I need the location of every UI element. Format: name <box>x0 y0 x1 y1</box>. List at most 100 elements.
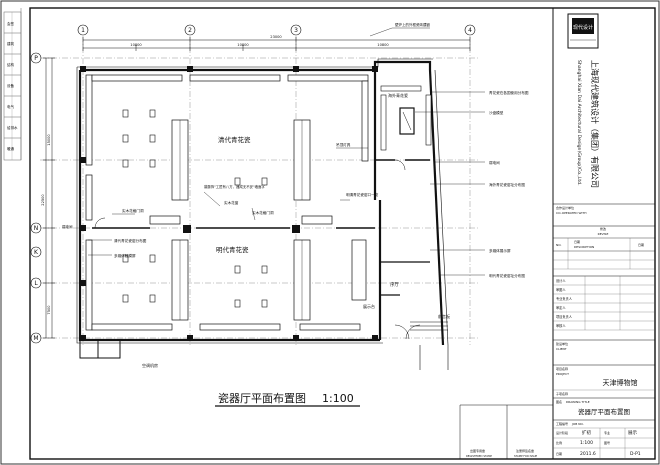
annotation: 多媒体触摸屏 <box>114 253 136 258</box>
freestanding-plinths <box>122 109 268 308</box>
inner-frame <box>29 7 656 460</box>
perimeter-display-cases <box>85 74 369 331</box>
stage-label: 设计阶段 <box>556 430 568 435</box>
dimension-line-left <box>43 57 55 339</box>
date-value: 2011.6 <box>580 451 596 457</box>
drawing-title-label: 图名 <box>556 399 562 404</box>
room-label: 空调机房 <box>142 362 158 368</box>
drawing-name: 瓷器厅平面布置图 <box>578 407 630 416</box>
service-rooms <box>79 339 121 359</box>
drawing-scale-text: 1:100 <box>322 392 354 405</box>
room-label: 序厅 <box>390 281 399 288</box>
binding-note: 电气 <box>7 104 14 109</box>
drawing-title-label-en: DRAWING TITLE <box>566 400 590 404</box>
drawing-title-text: 瓷器厅平面布置图 <box>218 391 306 405</box>
dimension-text: 23000 <box>270 35 282 39</box>
project-label-en: PROJECT <box>556 372 569 376</box>
company-name-en: Shanghai Xian Dai Architectural Design(G… <box>576 60 582 186</box>
grid-label-column: 3 <box>294 27 298 34</box>
annotation-leaders <box>88 27 485 276</box>
grid-label-row: M <box>33 335 38 342</box>
dwg-no-label: 图号 <box>604 440 610 445</box>
right-wing-cases <box>380 85 432 151</box>
revise-header: DESCRIPTION <box>574 245 594 249</box>
grid-label-row: N <box>34 225 39 232</box>
case-glass-lines <box>179 120 303 320</box>
grid-bubbles-top: 1 2 3 4 <box>77 24 476 36</box>
annotation: 青花瓷在各国使用分布图 <box>489 90 529 95</box>
stamp-area: 出图专用章 REGISTERED STAMP 注册师签名章 STAMP FOR … <box>459 404 553 459</box>
binding-note: 暖通 <box>7 146 14 151</box>
partition-walls <box>92 159 430 229</box>
dwg-no-value: D-P1 <box>630 451 641 457</box>
scale-label: 比例 <box>556 440 562 445</box>
exterior-wall-outer <box>76 58 449 346</box>
annotation: 海外青花瓷窑址分布图 <box>489 182 525 187</box>
foyer-walls <box>380 261 430 296</box>
project-label: 项目名称 <box>556 366 568 371</box>
sign-row-label: 审图人 <box>556 287 566 292</box>
subproject-label: 子项名称 <box>556 391 568 396</box>
dimension-text: 10800 <box>237 43 249 47</box>
company-name-cn: 上海现代建筑设计（集团）有限公司 <box>590 60 600 188</box>
revise-header: 日期 <box>638 242 644 247</box>
sign-row-label: 审定人 <box>556 305 566 310</box>
annotation: 实木花格门洞 <box>252 210 274 215</box>
sign-row-label: 设计人 <box>556 278 566 283</box>
annotation: 多媒体展示屏 <box>489 248 511 253</box>
revise-header: 日期 <box>574 239 580 244</box>
grid-label-column: 1 <box>81 27 85 34</box>
cooperated-label: 合作设计单位 <box>556 205 574 210</box>
binding-note: 设备 <box>7 83 14 88</box>
dimension-text: 15000 <box>47 134 51 146</box>
annotation: 明清青花瓷窑口一览 <box>346 192 379 197</box>
major-value: 展示 <box>628 430 637 436</box>
scale-value: 1:100 <box>580 440 593 446</box>
binding-note: 会签 <box>7 21 14 26</box>
annotation: 清代青花瓷窑分布图 <box>114 238 147 243</box>
door-swings <box>94 159 421 340</box>
stamp-label-en: REGISTERED STAMP <box>466 454 492 458</box>
room-label: 前言板 <box>438 313 450 319</box>
binding-note: 结构 <box>7 62 14 67</box>
sign-row-label: 审核人 <box>556 323 566 328</box>
stage-value: 扩初 <box>582 429 591 436</box>
dimension-text: 10800 <box>130 43 142 47</box>
grid-label-row: L <box>34 280 38 287</box>
annotation: 沙盘模型 <box>489 110 504 115</box>
binding-note: 给排水 <box>7 125 18 130</box>
dimension-text: 10800 <box>377 43 389 47</box>
job-no-label: 工程编号 <box>556 421 568 426</box>
dimension-text: 22500 <box>41 194 45 206</box>
cooperated-label-en: CO-OPERATED WITH <box>556 211 587 215</box>
annotation: 实木花窗 <box>224 200 239 205</box>
grid-label-column: 4 <box>468 27 472 34</box>
grid-label-column: 2 <box>188 27 192 34</box>
annotation: 弱电间 <box>489 160 500 165</box>
entrance-steps <box>410 321 449 370</box>
annotation: 壁炉上的外框瓷砖镶嵌 <box>395 22 430 27</box>
annotation: 吊顶灯具 <box>336 142 351 147</box>
room-label: 清代青花瓷 <box>218 135 251 144</box>
dimension-line-top <box>82 37 471 51</box>
room-label: 弱电间 <box>62 224 73 229</box>
stamp-label-en: STAMP FOR ISSUE <box>514 454 538 458</box>
binding-strip: 会签 建筑 结构 设备 电气 给排水 暖通 <box>3 8 22 161</box>
annotation: 蔓藤饰"工匠有八方，器成无不妥"墙面字 <box>204 184 265 189</box>
annotation: 明代青花瓷窑址分布图 <box>489 273 525 278</box>
grid-label-row: P <box>34 55 38 62</box>
dimension-text: 7500 <box>47 305 51 315</box>
room-label: 海外青花瓷 <box>388 92 408 98</box>
room-label: 展示台 <box>363 303 375 309</box>
room-label: 明代青花瓷 <box>216 245 249 254</box>
sign-row-label: 项目负责人 <box>556 314 573 319</box>
title-block: 现代设计 上海现代建筑设计（集团）有限公司 Shanghai Xian Dai … <box>552 8 655 459</box>
stamp-label: 注册师签名章 <box>516 448 534 453</box>
client-label-en: CLIENT <box>556 347 567 351</box>
floor-plan: 1 2 3 4 P N K L M <box>30 22 529 370</box>
sign-row-label: 专业负责人 <box>556 296 573 301</box>
binding-note: 建筑 <box>7 41 14 46</box>
structural-columns <box>80 66 378 341</box>
annotation: 实木花格门洞 <box>122 208 144 213</box>
